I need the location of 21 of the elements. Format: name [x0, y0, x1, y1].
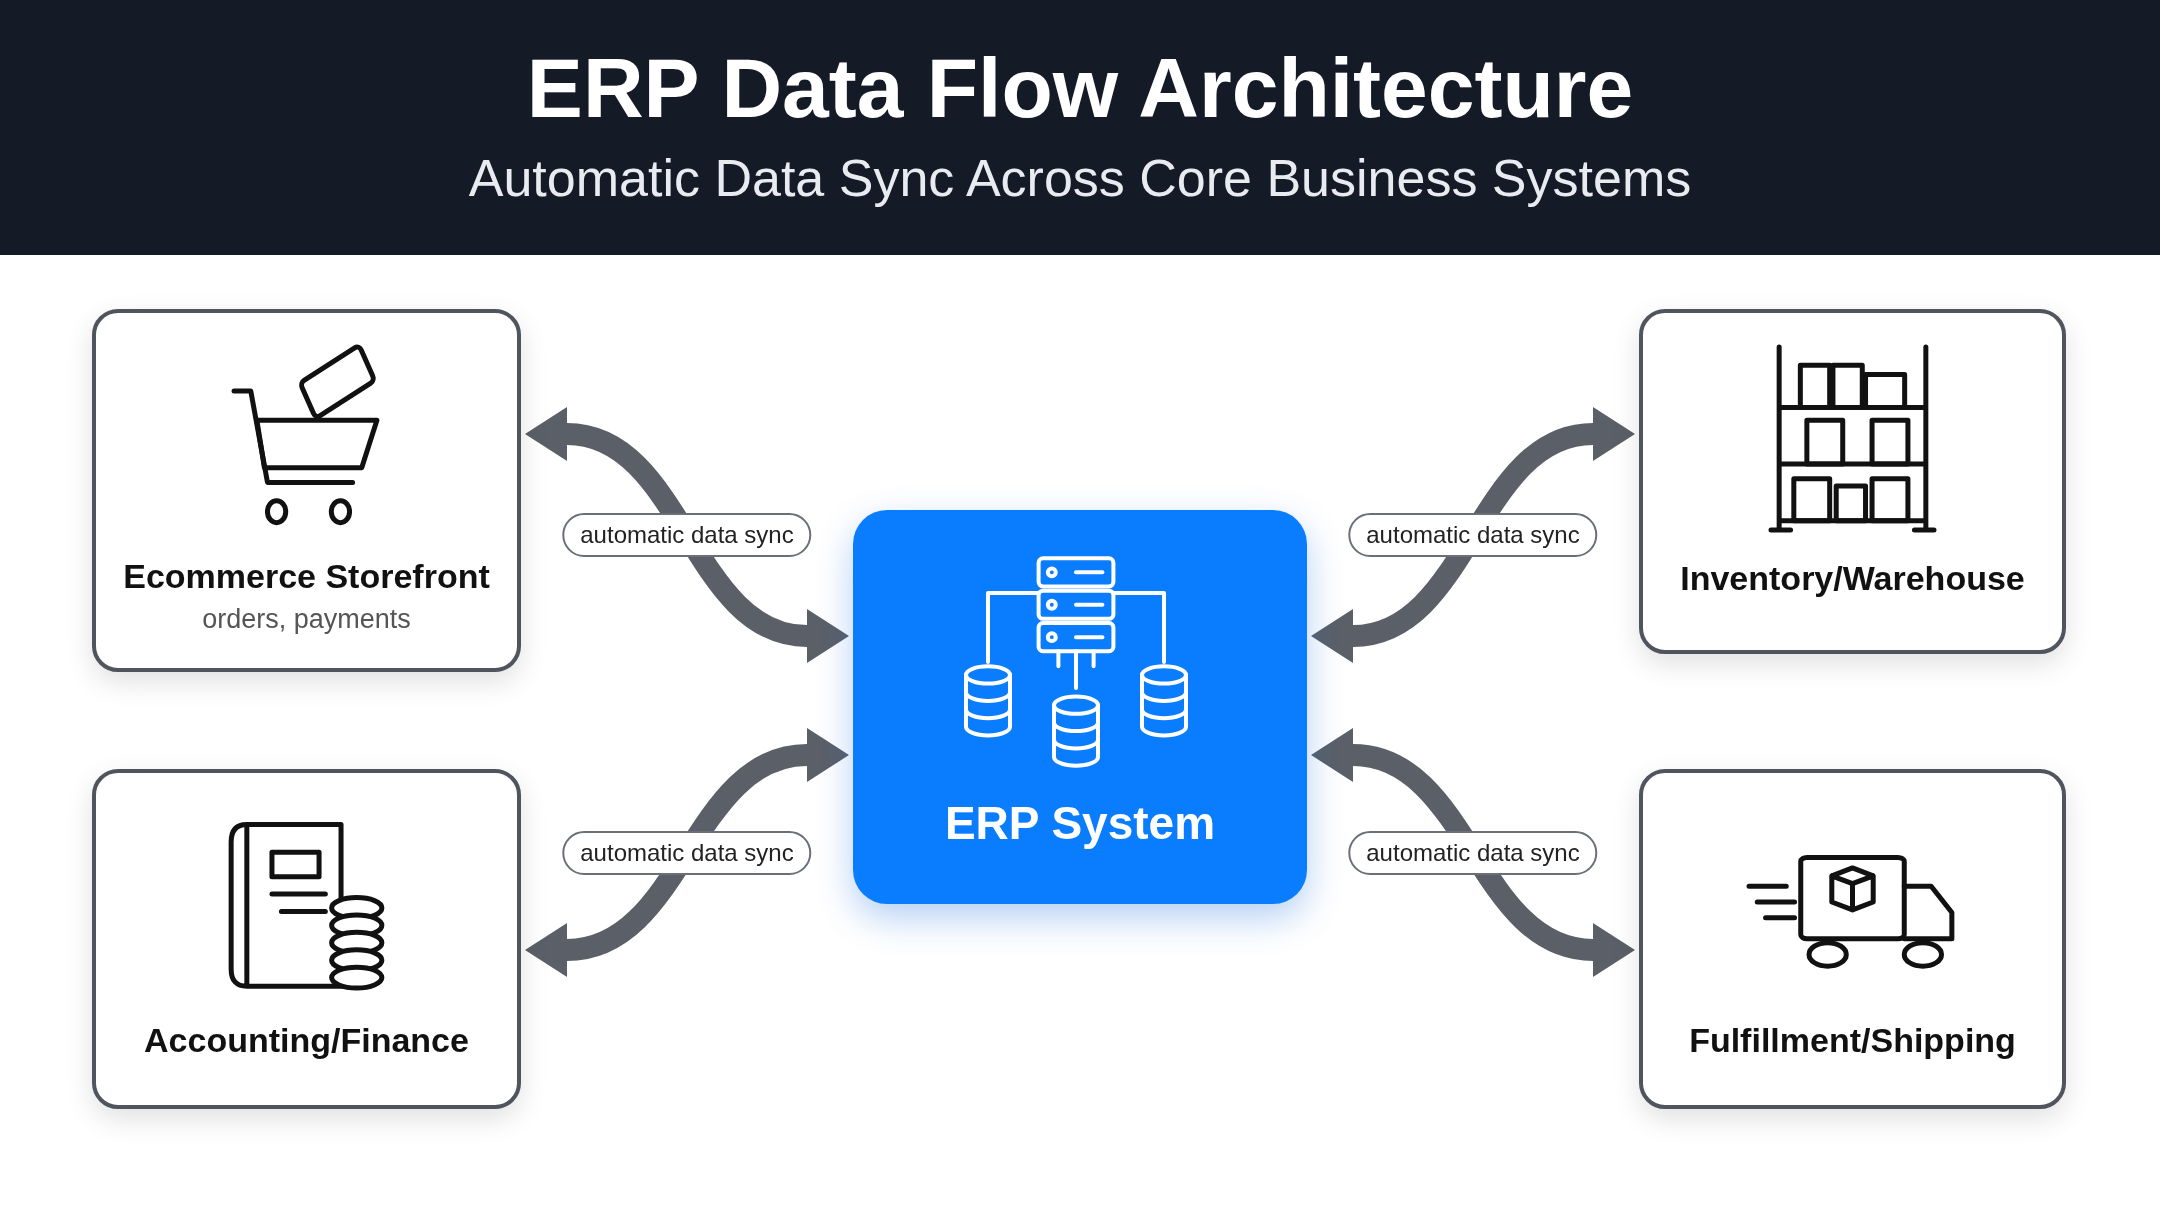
diagram-subtitle: Automatic Data Sync Across Core Business Systems — [467, 148, 1693, 208]
system-card — [1639, 309, 2066, 654]
edge-label: automatic data sync — [562, 513, 812, 557]
card-title: Inventory/Warehouse — [1680, 559, 2025, 598]
diagram-title: ERP Data Flow Architecture — [525, 40, 1635, 137]
sync-arrow — [1311, 407, 1635, 663]
card-title: Fulfillment/Shipping — [1689, 1021, 2016, 1060]
card-title: Accounting/Finance — [144, 1021, 469, 1060]
edge-label: automatic data sync — [1348, 830, 1598, 875]
system-card — [92, 769, 521, 1109]
system-card — [92, 309, 521, 672]
sync-arrow — [525, 407, 849, 663]
card-title: ERP System — [944, 796, 1216, 850]
sync-arrow — [1311, 728, 1635, 977]
card-title: Ecommerce Storefront — [123, 557, 490, 596]
edge-label: automatic data sync — [1348, 513, 1598, 557]
sync-arrow — [525, 728, 849, 977]
edge-label: automatic data sync — [562, 830, 812, 875]
erp-system-box — [853, 510, 1307, 904]
system-card — [1639, 769, 2066, 1109]
card-subtitle: orders, payments — [202, 604, 411, 635]
